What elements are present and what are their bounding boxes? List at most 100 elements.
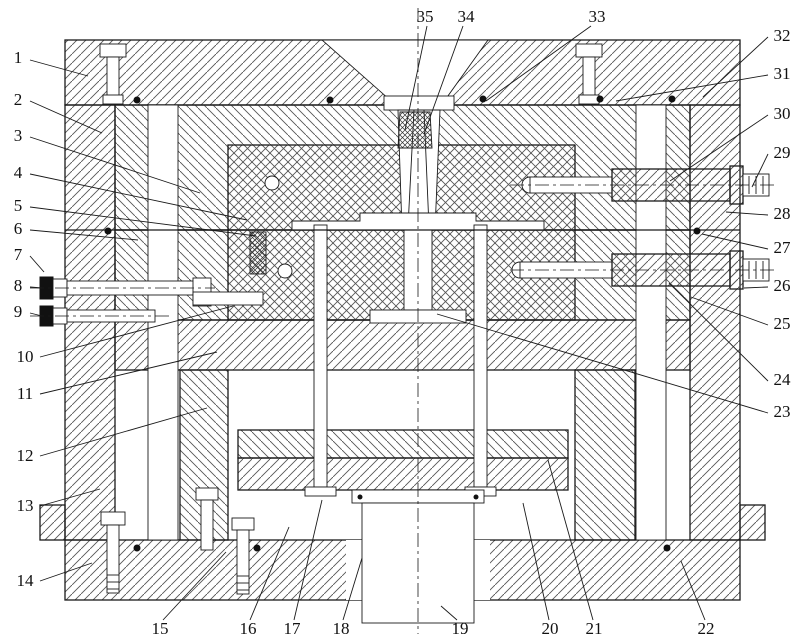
callout-label-4: 4 bbox=[14, 163, 23, 182]
callout-label-3: 3 bbox=[14, 126, 23, 145]
leader-line-10 bbox=[39, 305, 234, 358]
sprue-bushing-head bbox=[383, 95, 455, 111]
leader-line-4 bbox=[29, 173, 248, 221]
callout-label-8: 8 bbox=[14, 276, 23, 295]
callout-label-33: 33 bbox=[589, 7, 606, 26]
bottom-bolt-a bbox=[100, 511, 126, 594]
callout-label-5: 5 bbox=[14, 196, 23, 215]
callout-label-25: 25 bbox=[774, 314, 791, 333]
callout-label-16: 16 bbox=[240, 619, 257, 638]
callout-label-10: 10 bbox=[17, 347, 34, 366]
support-plate bbox=[114, 319, 691, 371]
leader-line-16 bbox=[249, 526, 290, 621]
leader-line-6 bbox=[29, 229, 139, 241]
left-side-wall bbox=[64, 104, 116, 541]
callout-label-30: 30 bbox=[774, 104, 791, 123]
leader-line-33 bbox=[485, 25, 592, 102]
leader-line-31 bbox=[615, 74, 769, 102]
callout-label-29: 29 bbox=[774, 143, 791, 162]
leader-line-14 bbox=[39, 562, 93, 582]
leader-line-26 bbox=[743, 286, 769, 289]
leader-line-3 bbox=[29, 136, 201, 194]
callout-label-20: 20 bbox=[542, 619, 559, 638]
collar-screw-left bbox=[357, 494, 363, 500]
callout-label-15: 15 bbox=[152, 619, 169, 638]
cooling-channel-upper bbox=[264, 175, 280, 191]
bottom-bolt-c-head bbox=[231, 517, 255, 531]
dot bbox=[326, 96, 334, 104]
callout-label-35: 35 bbox=[417, 7, 434, 26]
dot bbox=[596, 95, 604, 103]
bottom-bolt-a-head bbox=[100, 511, 126, 526]
leader-line-22 bbox=[680, 560, 706, 621]
bottom-plate-tab-left bbox=[39, 504, 66, 541]
callout-label-32: 32 bbox=[774, 26, 791, 45]
dot bbox=[668, 95, 676, 103]
callout-label-26: 26 bbox=[774, 276, 791, 295]
bottom-bolt-b bbox=[195, 487, 219, 551]
callout-label-6: 6 bbox=[14, 219, 23, 238]
leader-line-25 bbox=[690, 296, 769, 326]
bottom-bolt-b-shaft bbox=[200, 499, 214, 551]
side-lock-arm bbox=[192, 291, 264, 306]
cap-screw-top-left bbox=[99, 43, 127, 105]
leader-line-23 bbox=[436, 313, 769, 414]
ejector-pin-left-foot bbox=[304, 486, 337, 497]
callout-label-19: 19 bbox=[452, 619, 469, 638]
leader-line-28 bbox=[725, 211, 769, 216]
callout-label-1: 1 bbox=[14, 48, 23, 67]
callout-label-9: 9 bbox=[14, 302, 23, 321]
callout-label-31: 31 bbox=[774, 64, 791, 83]
leader-line-17 bbox=[293, 499, 323, 621]
callout-label-7: 7 bbox=[14, 245, 23, 264]
cooling-channel-lower bbox=[277, 263, 293, 279]
leader-line-24 bbox=[668, 282, 769, 382]
dot bbox=[253, 544, 261, 552]
callout-label-34: 34 bbox=[458, 7, 476, 26]
leader-line-15 bbox=[162, 551, 227, 621]
cap-screw-top-left-washer bbox=[102, 94, 124, 105]
callout-label-11: 11 bbox=[17, 384, 33, 403]
sprue-material bbox=[397, 111, 433, 149]
spacer-block-right bbox=[574, 369, 636, 541]
puller-spring bbox=[249, 231, 267, 275]
callout-label-21: 21 bbox=[586, 619, 603, 638]
leader-line-12 bbox=[39, 407, 208, 457]
leader-line-11 bbox=[39, 351, 218, 395]
collar-screw-right bbox=[473, 494, 479, 500]
callout-label-28: 28 bbox=[774, 204, 791, 223]
callout-label-13: 13 bbox=[17, 496, 34, 515]
leader-line-21 bbox=[547, 459, 594, 621]
leader-line-7 bbox=[29, 255, 45, 273]
leader-line-35 bbox=[404, 25, 428, 131]
dot bbox=[479, 95, 487, 103]
dot bbox=[663, 544, 671, 552]
ejector-pin-left bbox=[304, 224, 337, 497]
centerlines bbox=[30, 8, 778, 634]
guide-pillar-left bbox=[147, 104, 179, 541]
leader-line-2 bbox=[29, 100, 103, 134]
leader-line-13 bbox=[39, 488, 101, 507]
leader-line-1 bbox=[29, 59, 89, 77]
leader-line-30 bbox=[669, 114, 769, 182]
callout-label-2: 2 bbox=[14, 90, 23, 109]
leader-lines bbox=[29, 25, 769, 621]
callout-label-14: 14 bbox=[17, 571, 35, 590]
callout-label-27: 27 bbox=[774, 238, 792, 257]
leader-line-34 bbox=[423, 25, 464, 135]
ejector-pin-right-shaft bbox=[473, 224, 488, 488]
leader-line-27 bbox=[701, 233, 769, 250]
leader-line-5 bbox=[29, 206, 257, 237]
bottom-bolt-a-shaft bbox=[106, 524, 120, 594]
dot bbox=[104, 227, 112, 235]
leader-line-8 bbox=[29, 286, 43, 289]
bottom-bolt-b-head bbox=[195, 487, 219, 501]
callout-label-22: 22 bbox=[698, 619, 715, 638]
callout-label-18: 18 bbox=[333, 619, 350, 638]
cap-screw-top-right-head bbox=[575, 43, 603, 58]
leader-line-18 bbox=[342, 557, 363, 621]
callout-labels: 1 2 3 4 5 6 7 8 9 10 11 12 13 14 15 16 1… bbox=[14, 7, 791, 638]
cap-screw-top-left-head bbox=[99, 43, 127, 58]
